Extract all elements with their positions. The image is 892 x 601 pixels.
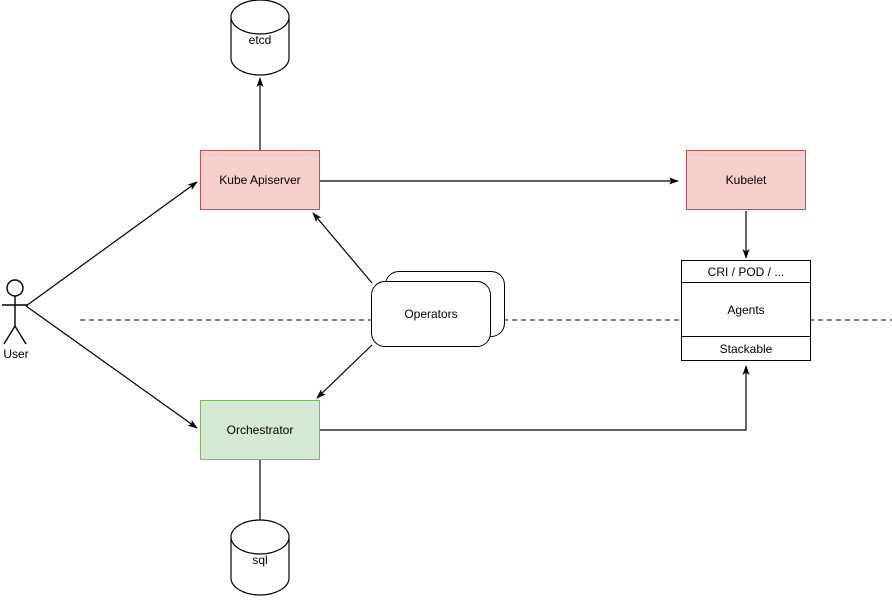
node-orchestrator[interactable]: Orchestrator	[200, 400, 320, 460]
agents-row-agents-label: Agents	[727, 302, 765, 317]
agents-row-stackable-label: Stackable	[719, 341, 773, 356]
sql-cylinder-shape	[230, 519, 290, 596]
node-kubelet-label: Kubelet	[725, 173, 767, 187]
agents-row-cri-pod[interactable]: CRI / POD / ...	[682, 261, 810, 283]
etcd-cylinder-shape	[230, 0, 290, 76]
user-actor-label: User	[3, 347, 29, 361]
edge-user-to-kube-apiserver	[25, 181, 198, 307]
edge-user-to-orchestrator	[25, 305, 198, 429]
user-actor-icon	[2, 279, 28, 345]
node-agents[interactable]: CRI / POD / ... Agents Stackable	[681, 260, 811, 361]
node-kubelet[interactable]: Kubelet	[686, 150, 806, 210]
node-kube-apiserver[interactable]: Kube Apiserver	[200, 150, 320, 210]
agents-row-cri-pod-label: CRI / POD / ...	[707, 264, 785, 279]
agents-row-stackable[interactable]: Stackable	[682, 336, 810, 360]
edge-operators-to-kube-apiserver	[312, 212, 373, 284]
edge-orchestrator-to-stackable	[320, 365, 750, 431]
node-operators[interactable]: Operators	[371, 281, 491, 347]
node-orchestrator-label: Orchestrator	[226, 423, 294, 437]
agents-row-agents[interactable]: Agents	[682, 283, 810, 336]
node-kube-apiserver-label: Kube Apiserver	[219, 173, 301, 187]
node-operators-label: Operators	[404, 307, 458, 321]
edge-operators-to-orchestrator	[316, 344, 373, 399]
